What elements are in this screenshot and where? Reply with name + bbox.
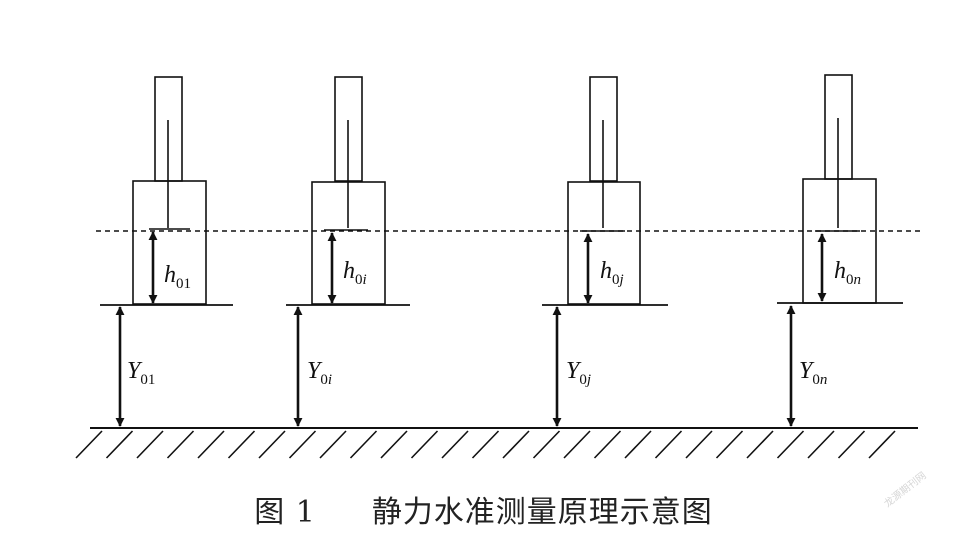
figure-caption: 图 1 静力水准测量原理示意图 bbox=[0, 487, 967, 531]
sensor-unit-1: h01 Y01 bbox=[100, 76, 233, 427]
hatch-line bbox=[624, 430, 652, 459]
hatch-line bbox=[807, 430, 835, 459]
h-label: h0n bbox=[834, 258, 861, 288]
hatch-line bbox=[349, 430, 378, 459]
hatch-line bbox=[471, 430, 500, 459]
hatch-line bbox=[593, 430, 622, 459]
figure-title: 静力水准测量原理示意图 bbox=[371, 495, 713, 530]
y-label: Y0n bbox=[799, 358, 827, 388]
y-label: Y0i bbox=[307, 358, 332, 388]
hatch-line bbox=[136, 430, 164, 459]
hatch-line bbox=[654, 430, 683, 459]
figure-number: 图 1 bbox=[254, 495, 316, 530]
h-label: h01 bbox=[164, 262, 191, 292]
h-label: h0i bbox=[343, 258, 367, 288]
hatch-line bbox=[532, 430, 561, 459]
ground-hatching bbox=[75, 430, 896, 459]
hatch-line bbox=[837, 430, 866, 459]
sensor-body bbox=[802, 178, 877, 304]
y-label: Y0j bbox=[566, 358, 591, 388]
sensor-unit-2: h0i Y0i bbox=[286, 76, 410, 427]
hatch-line bbox=[380, 430, 408, 459]
hatch-line bbox=[105, 430, 134, 459]
hatch-line bbox=[75, 430, 103, 459]
hatch-line bbox=[776, 430, 805, 459]
sensor-body bbox=[567, 181, 641, 305]
sensor-body bbox=[132, 180, 207, 305]
hatch-line bbox=[746, 430, 774, 459]
hatch-line bbox=[410, 430, 439, 459]
hatch-line bbox=[685, 430, 713, 459]
hatch-line bbox=[258, 430, 286, 459]
hatch-line bbox=[288, 430, 317, 459]
hatch-line bbox=[868, 430, 896, 459]
hatch-line bbox=[715, 430, 744, 459]
sensor-body bbox=[311, 181, 386, 305]
hatch-line bbox=[441, 430, 469, 459]
hatch-line bbox=[502, 430, 530, 459]
hatch-line bbox=[227, 430, 256, 459]
h-label: h0j bbox=[600, 258, 624, 288]
hatch-line bbox=[563, 430, 591, 459]
sensor-unit-3: h0j Y0j bbox=[542, 76, 668, 427]
hatch-line bbox=[197, 430, 225, 459]
hatch-line bbox=[166, 430, 195, 459]
sensor-unit-4: h0n Y0n bbox=[777, 74, 903, 427]
hatch-line bbox=[319, 430, 347, 459]
y-label: Y01 bbox=[127, 358, 155, 388]
